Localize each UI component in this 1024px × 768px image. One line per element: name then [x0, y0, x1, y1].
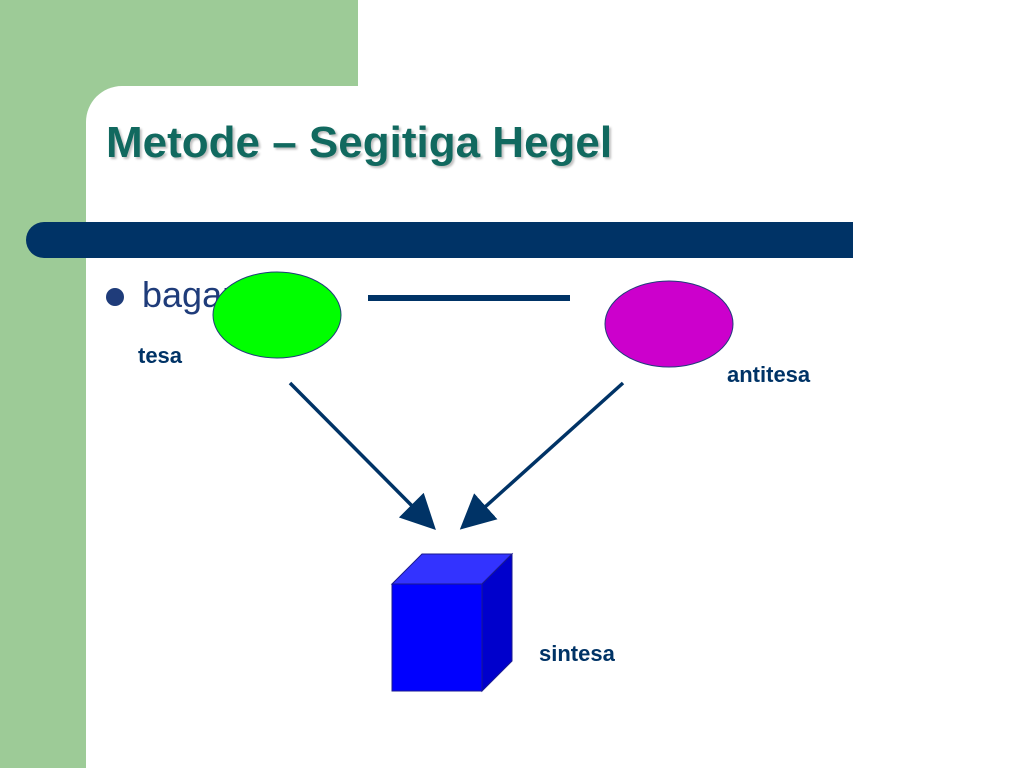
content-panel: [86, 86, 1024, 768]
antitesa-label: antitesa: [727, 362, 811, 387]
arrow-tesa-to-sintesa: [288, 381, 436, 530]
sintesa-node: [390, 552, 514, 693]
tesa-label: tesa: [138, 343, 183, 368]
slide-title: Metode – Segitiga Hegel: [106, 118, 613, 167]
arrow-antitesa-to-sintesa: [459, 381, 625, 530]
bullet-icon: [106, 288, 124, 306]
title-underline-bar: [26, 222, 853, 258]
antitesa-node: [604, 280, 734, 368]
tesa-node: [212, 271, 342, 359]
sintesa-label: sintesa: [539, 641, 615, 666]
left-green-strip: [0, 0, 86, 768]
